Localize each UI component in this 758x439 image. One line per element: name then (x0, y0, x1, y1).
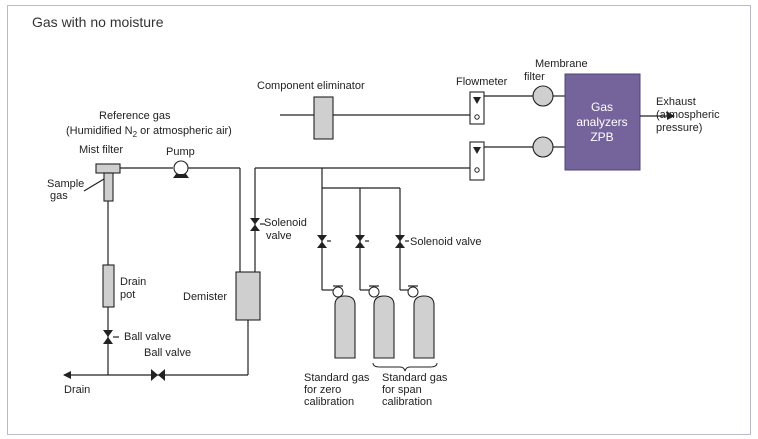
analyzer-label-line2: analyzers (576, 115, 627, 129)
ball-valve-lower (151, 369, 165, 381)
solenoid-label-line2: valve (266, 230, 292, 242)
solenoid-valve-label: Solenoid valve (410, 236, 482, 248)
zero-gas-cylinder (334, 295, 356, 359)
exhaust-label-line2: (atmospheric (656, 109, 720, 121)
zero-gas-label-line3: calibration (304, 396, 354, 408)
solenoid-valve-demister (250, 218, 260, 231)
span-bracket (372, 362, 438, 372)
pump-base-icon (173, 174, 189, 178)
gas-analyzer-box (564, 73, 641, 171)
sample-gas-label-line2: gas (50, 190, 68, 202)
pump-label: Pump (166, 146, 195, 158)
drain-pot-label-line2: pot (120, 289, 135, 301)
solenoid-valve-span-b (395, 235, 405, 248)
flowmeter-sample (469, 141, 485, 181)
flowmeter-reference (469, 91, 485, 125)
flowmeter-valve-icon (474, 167, 480, 173)
membrane-filter-upper (532, 85, 554, 107)
reference-gas-label: Reference gas (99, 110, 171, 122)
ball-valve-upper-label: Ball valve (124, 331, 171, 343)
pump-icon (173, 160, 189, 176)
zero-regulator-icon (332, 286, 344, 298)
mist-filter-head (95, 163, 121, 174)
exhaust-label-line3: pressure) (656, 122, 702, 134)
ball-valve-upper (103, 330, 113, 344)
zero-gas-label-line2: for zero (304, 384, 341, 396)
membrane-filter-label-line2: filter (524, 71, 545, 83)
analyzer-label-line1: Gas (591, 100, 613, 114)
solenoid-valve-span-a (355, 235, 365, 248)
demister (235, 271, 261, 321)
mist-filter-body (103, 172, 114, 202)
flowmeter-valve-icon (474, 114, 480, 120)
span-gas-cylinder-b (413, 295, 435, 359)
exhaust-label-line1: Exhaust (656, 96, 696, 108)
drain-pot (102, 264, 115, 308)
flowmeter-label: Flowmeter (456, 76, 508, 88)
component-eliminator (313, 96, 334, 140)
solenoid-label-line1: Solenoid (264, 217, 307, 229)
drain-pot-label-line1: Drain (120, 276, 146, 288)
zero-gas-label-line1: Standard gas (304, 372, 370, 384)
solenoid-valve-zero (317, 235, 327, 248)
span-regulator-icon-a (368, 286, 380, 298)
sample-gas-label-line1: Sample (47, 178, 84, 190)
reference-gas-note: (Humidified N2 or atmospheric air) (66, 125, 232, 139)
span-gas-label-line1: Standard gas (382, 372, 448, 384)
diagram-title: Gas with no moisture (32, 14, 164, 30)
span-regulator-icon-b (407, 286, 419, 298)
demister-label: Demister (183, 291, 227, 303)
span-gas-label-line3: calibration (382, 396, 432, 408)
span-gas-cylinder-a (373, 295, 395, 359)
flowmeter-float-icon (473, 97, 481, 104)
flowmeter-float-icon (473, 147, 481, 154)
drain-label: Drain (64, 384, 90, 396)
ball-valve-lower-label: Ball valve (144, 347, 191, 359)
component-eliminator-label: Component eliminator (257, 80, 365, 92)
analyzer-label-line3: ZPB (590, 130, 613, 144)
mist-filter-label: Mist filter (79, 144, 123, 156)
membrane-filter-label-line1: Membrane (535, 58, 588, 70)
sample-gas-leader (83, 178, 105, 192)
membrane-filter-lower (532, 136, 554, 158)
span-gas-label-line2: for span (382, 384, 422, 396)
